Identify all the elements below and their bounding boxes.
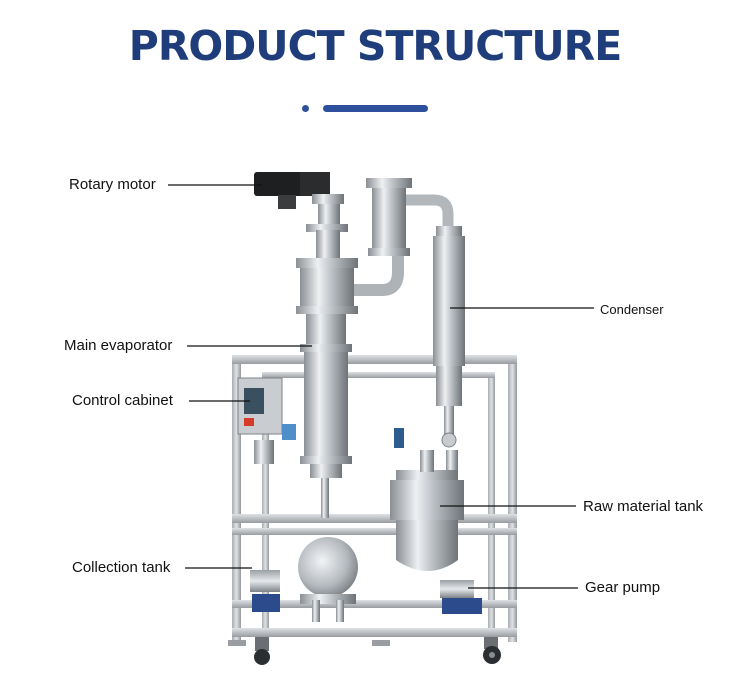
label-main-evaporator: Main evaporator: [64, 337, 173, 354]
label-gear-pump: Gear pump: [585, 579, 661, 596]
label-rotary-motor: Rotary motor: [69, 176, 156, 193]
label-collection-tank: Collection tank: [72, 559, 171, 576]
title-divider-dot: [302, 105, 309, 112]
label-raw-material-tank: Raw material tank: [583, 498, 704, 515]
collection-tank-graphic: [298, 537, 358, 622]
raw-material-tank-graphic: [390, 428, 464, 571]
title-divider-bar: [323, 105, 428, 112]
label-control-cabinet: Control cabinet: [72, 392, 173, 409]
page-title: PRODUCT STRUCTURE: [128, 22, 622, 70]
caster-wheels: [228, 637, 501, 665]
support-frame: [232, 355, 517, 642]
leader-lines: [168, 184, 594, 589]
condenser-graphic: [433, 226, 465, 448]
rotary-motor-graphic: [254, 172, 348, 232]
vapor-line-graphic: [366, 178, 454, 256]
main-evaporator-graphic: [296, 230, 404, 518]
label-condenser: Condenser: [600, 302, 664, 317]
pumps-graphic: [250, 570, 482, 614]
control-cabinet-graphic: [237, 377, 296, 464]
